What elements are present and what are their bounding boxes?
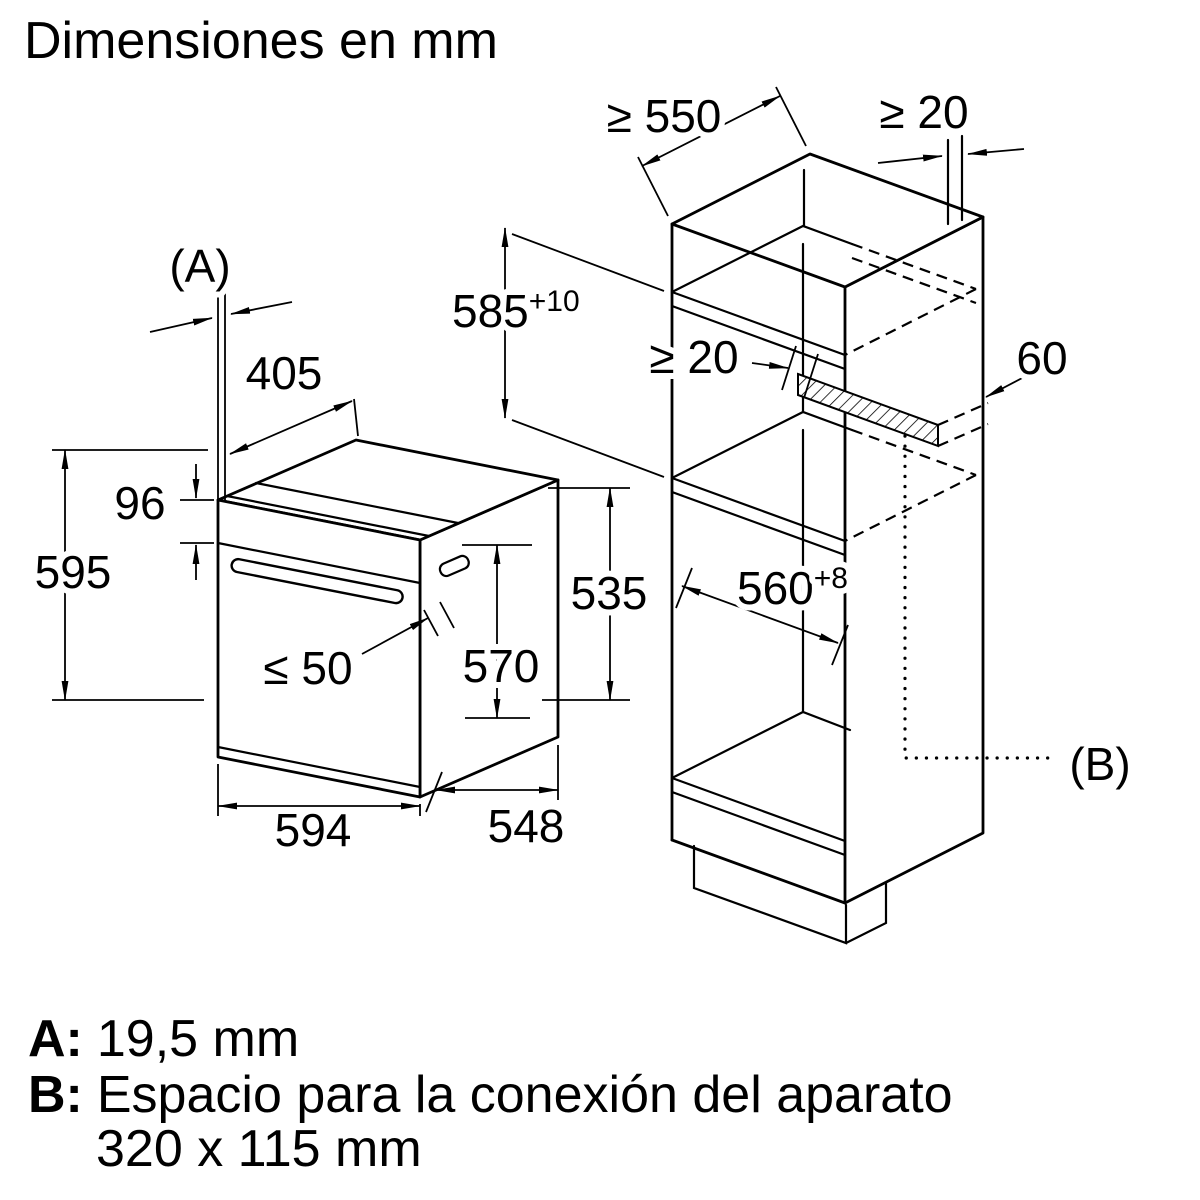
- dim-ext-depth-left: [425, 771, 443, 813]
- dim-label-min-depth: ≥ 550: [607, 90, 722, 142]
- marker-a-arrow-right: [230, 301, 293, 315]
- dim-ext-min-depth-front: [637, 156, 669, 217]
- dim-ext-top-depth: [353, 398, 359, 437]
- dim-arrow-top-gap-left: [877, 154, 943, 164]
- cabinet-top-face: [670, 152, 985, 289]
- oven-control-panel-line: [216, 541, 422, 585]
- dim-leader-rear-strip: [985, 375, 1027, 398]
- oven-isometric: [216, 438, 560, 799]
- dim-label-width: 594: [275, 804, 352, 856]
- niche-top-shelf-surface: [670, 224, 854, 294]
- dim-line-min-depth: [641, 95, 781, 167]
- dim-ext-min-depth-back: [775, 86, 807, 147]
- diagram-title: Dimensiones en mm: [24, 12, 498, 70]
- legend: A:19,5 mm B:Espacio para la conexión del…: [28, 1010, 953, 1178]
- plinth-side: [844, 881, 888, 945]
- dim-tick-handle-2: [439, 601, 455, 629]
- hidden-shelf-bottom-right-edge: [844, 474, 977, 542]
- hidden-shelf-top-underside: [851, 256, 977, 305]
- marker-a-arrow-left: [149, 317, 213, 333]
- legend-line-b: B:Espacio para la conexión del aparato: [28, 1066, 953, 1124]
- oven-top-step-line: [254, 481, 460, 525]
- niche-bottom-shelf-thickness: [670, 490, 847, 557]
- dim-tick-handle-1: [423, 609, 439, 637]
- hidden-shelf-bottom-back-edge: [851, 428, 977, 477]
- cabinet-floor-thickness: [670, 790, 847, 857]
- dim-ext-niche-bottom: [511, 419, 665, 478]
- dim-tick-rear-1: [781, 345, 797, 391]
- hidden-strip-bottom-edge: [937, 422, 989, 448]
- dim-line-niche-width: [681, 585, 839, 644]
- niche-top-shelf-front-edge: [670, 290, 847, 357]
- plinth-front: [692, 844, 848, 945]
- oven-door-handle: [230, 557, 404, 605]
- dim-label-top-rear-gap: ≥ 20: [879, 86, 968, 138]
- cabinet-isometric: [670, 134, 1052, 945]
- dim-label-top-depth: 405: [246, 347, 323, 399]
- legend-line-b2: 320 x 115 mm: [96, 1120, 422, 1178]
- dim-leader-rear-clearance: [751, 362, 789, 369]
- oven-dimension-annotations: [52, 292, 630, 816]
- dim-label-panel-height: 96: [114, 477, 165, 529]
- dim-label-niche-width: 560+8: [737, 562, 848, 614]
- cabinet-side-face: [843, 215, 985, 905]
- cabinet-front-bottom-edge: [670, 838, 847, 905]
- marker-a-label: (A): [169, 240, 230, 292]
- niche-bottom-shelf-surface: [670, 410, 854, 480]
- dim-label-height: 595: [35, 546, 112, 598]
- dim-label-rear-clearance: ≥ 20: [649, 331, 738, 383]
- dim-tick-niche-width-right: [831, 624, 849, 666]
- oven-side-grip-recess: [438, 554, 470, 578]
- dim-label-casing-height: 535: [571, 567, 648, 619]
- dim-arrow-top-gap-right: [967, 148, 1025, 156]
- cabinet-floor-front-edge: [670, 776, 847, 843]
- dim-label-rear-strip: 60: [1016, 332, 1067, 384]
- dim-tick-rear-2: [803, 353, 819, 399]
- oven-door-bottom-line: [216, 745, 422, 789]
- legend-line-a: A:19,5 mm: [28, 1010, 299, 1068]
- dimension-labels: (A) 405 96 595 ≤ 50 570 535 594 548 ≥ 55…: [29, 80, 1137, 862]
- hatched-connection-area: [797, 372, 939, 448]
- cabinet-dimension-annotations: [501, 86, 1027, 666]
- marker-b-label: (B): [1069, 738, 1130, 790]
- oven-top-front-frame-line: [225, 494, 431, 538]
- dim-ext-niche-top: [511, 233, 665, 292]
- hidden-shelf-top-right-edge: [844, 288, 977, 356]
- hidden-strip-top-edge: [937, 401, 989, 427]
- hidden-shelf-top-back-edge: [851, 242, 977, 291]
- marker-b-dotted-leader: [903, 434, 1052, 760]
- dim-label-depth: 548: [488, 800, 565, 852]
- cabinet-floor-surface: [670, 710, 852, 780]
- dim-label-niche-height: 585+10: [452, 285, 580, 337]
- dim-label-handle-clearance: ≤ 50: [263, 642, 352, 694]
- dim-line-top-depth: [229, 400, 353, 455]
- dim-leader-handle-clearance: [361, 617, 429, 655]
- niche-bottom-shelf-front-edge: [670, 476, 847, 543]
- dim-label-body-depth: 570: [463, 640, 540, 692]
